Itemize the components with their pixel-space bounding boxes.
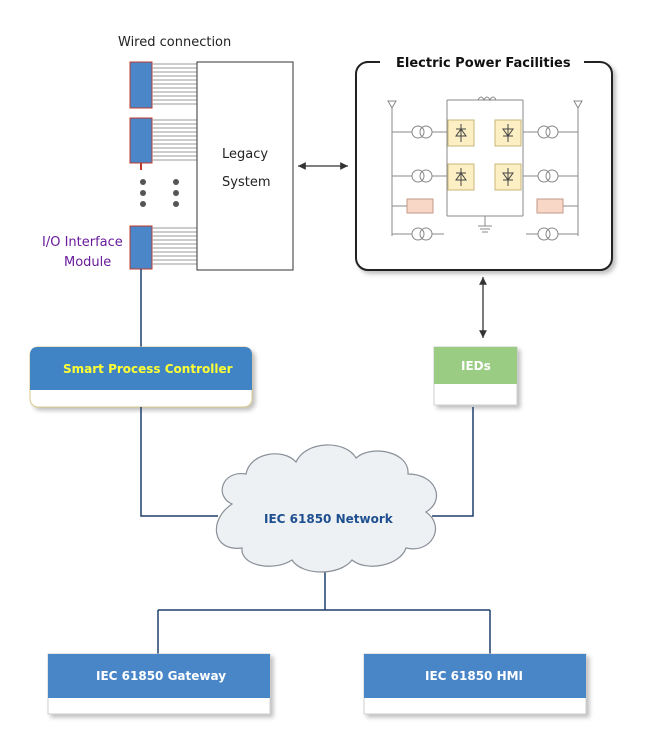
io-module-2: [129, 117, 153, 164]
legacy-system-label-1: Legacy: [222, 147, 268, 162]
wired-connection-label: Wired connection: [118, 35, 231, 50]
network-links: [140, 407, 491, 654]
io-interface-label-1: I/O Interface: [42, 235, 123, 250]
electric-power-facilities-panel: Electric Power Facilities: [355, 52, 613, 271]
io-module-1: [129, 61, 153, 109]
thyristor-symbols: [455, 124, 514, 186]
ieds-box[interactable]: [433, 346, 518, 406]
ieds-label: IEDs: [461, 359, 491, 373]
io-module-3: [129, 225, 153, 270]
resistor-right: [536, 198, 564, 214]
iec-61850-gateway[interactable]: [47, 653, 271, 715]
smart-process-controller-label: Smart Process Controller: [63, 362, 233, 376]
legacy-system-label-2: System: [222, 175, 270, 190]
io-module-stack: [129, 61, 153, 270]
gateway-label: IEC 61850 Gateway: [96, 669, 226, 683]
iec-61850-hmi[interactable]: [363, 653, 587, 715]
legacy-system-box: [196, 61, 294, 271]
resistor-left: [406, 198, 434, 214]
smart-process-controller[interactable]: [29, 346, 253, 408]
io-interface-label-2: Module: [64, 255, 111, 270]
hmi-label: IEC 61850 HMI: [425, 669, 523, 683]
wired-connection-lines: [152, 63, 197, 265]
facilities-title: Electric Power Facilities: [396, 56, 571, 71]
iec-61850-network-cloud: [215, 444, 438, 573]
power-circuit-schematic: [387, 96, 583, 241]
ellipsis-dots: [140, 179, 179, 207]
network-label: IEC 61850 Network: [264, 512, 394, 526]
